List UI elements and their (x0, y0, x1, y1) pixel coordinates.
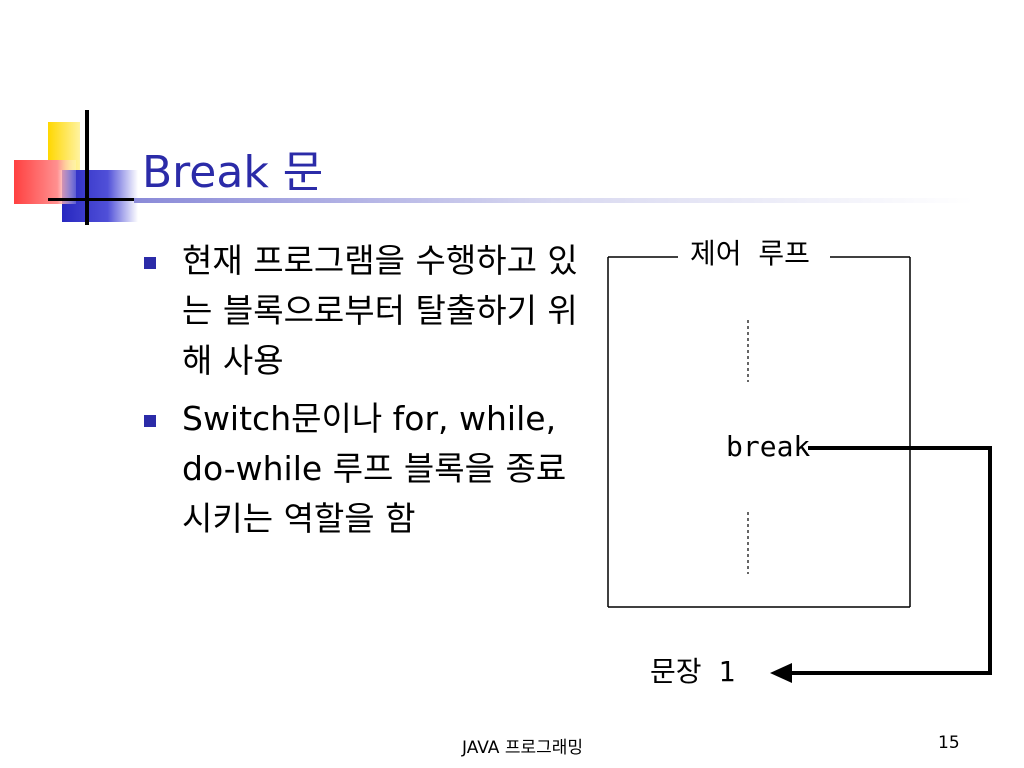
bullet-item: Switch문이나 for, while, do-while 루프 블록을 종료… (142, 394, 582, 544)
break-exit-arrow (790, 446, 992, 675)
bullet-item: 현재 프로그램을 수행하고 있는 블록으로부터 탈출하기 위해 사용 (142, 236, 582, 386)
deco-black-hline (48, 198, 144, 201)
break-label: break (726, 430, 811, 463)
deco-black-vline (85, 110, 89, 225)
footer-title: JAVA 프로그래밍 (462, 738, 584, 758)
bullet-list: 현재 프로그램을 수행하고 있는 블록으로부터 탈출하기 위해 사용 Switc… (142, 236, 582, 552)
title-decoration (14, 110, 974, 225)
title-underline (134, 198, 974, 203)
square-bullet-icon (144, 257, 156, 269)
loop-box (607, 256, 911, 608)
loop-label: 제어 루프 (682, 232, 818, 272)
deco-red-square (14, 160, 76, 204)
statement-label: 문장 1 (650, 655, 736, 688)
arrow-head-icon (770, 663, 792, 683)
bullet-text: Switch문이나 for, while, do-while 루프 블록을 종료… (182, 399, 567, 538)
slide-title: Break 문 (142, 147, 324, 198)
square-bullet-icon (144, 415, 156, 427)
page-number: 15 (938, 733, 960, 753)
bullet-text: 현재 프로그램을 수행하고 있는 블록으로부터 탈출하기 위해 사용 (182, 241, 578, 380)
